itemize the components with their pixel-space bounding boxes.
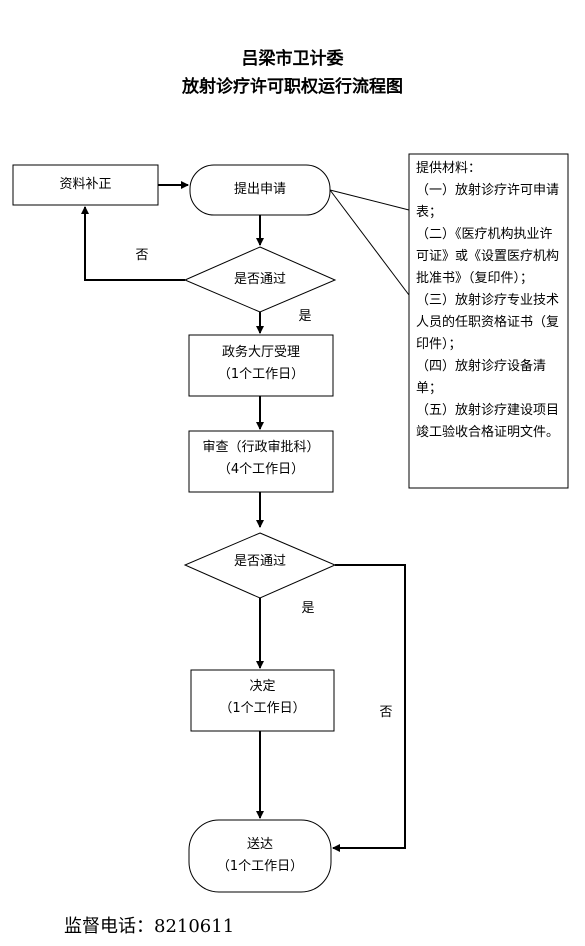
- decision-2-no-label: 否: [379, 705, 393, 720]
- callout-line-bottom: [329, 189, 410, 296]
- materials-item: （一）放射诊疗许可申请表；: [416, 183, 560, 220]
- decide-label: 决定: [249, 679, 276, 694]
- review-box: [188, 430, 334, 493]
- deliver-label: 送达: [246, 837, 273, 852]
- review-label: 审查（行政审批科）: [202, 440, 320, 455]
- decision-2-label: 是否通过: [233, 554, 286, 569]
- page-subtitle: 放射诊疗许可职权运行流程图: [182, 77, 403, 97]
- materials-note: 提供材料： （一）放射诊疗许可申请表； （二）《医疗机构执业许可证》或《设置医疗…: [410, 154, 568, 486]
- supplement-label: 资料补正: [59, 177, 112, 192]
- deliver-terminator: [188, 819, 332, 893]
- materials-item: （二）《医疗机构执业许可证》或《设置医疗机构批准书》（复印件）；: [416, 227, 560, 286]
- accept-box: [188, 334, 334, 397]
- accept-time-label: （1个工作日）: [217, 367, 305, 382]
- materials-item: （三）放射诊疗专业技术人员的任职资格证书（复印件）；: [416, 293, 560, 352]
- decision-1-no-label: 否: [135, 248, 149, 263]
- decision-2-yes-label: 是: [301, 601, 315, 616]
- materials-heading: 提供材料：: [416, 161, 482, 176]
- apply-label: 提出申请: [233, 182, 286, 197]
- supervision-hotline: 监督电话：8210611: [64, 916, 235, 937]
- materials-box: [408, 153, 569, 489]
- callout-line-top: [329, 189, 410, 211]
- page-title: 吕梁市卫计委: [241, 49, 344, 69]
- decision-1-yes-label: 是: [298, 309, 312, 324]
- review-time-label: （4个工作日）: [217, 462, 305, 477]
- decide-time-label: （1个工作日）: [219, 701, 306, 716]
- materials-item: （五）放射诊疗建设项目竣工验收合格证明文件。: [416, 403, 560, 440]
- arrow-decision2-no: [332, 564, 406, 852]
- accept-label: 政务大厅受理: [221, 345, 300, 360]
- supplement-box: [12, 164, 159, 206]
- decide-box: [190, 669, 335, 732]
- decision-1-label: 是否通过: [233, 272, 286, 287]
- arrow-decision1-no: [81, 206, 185, 281]
- materials-item: （四）放射诊疗设备清单；: [416, 359, 547, 396]
- deliver-time-label: （1个工作日）: [216, 859, 304, 874]
